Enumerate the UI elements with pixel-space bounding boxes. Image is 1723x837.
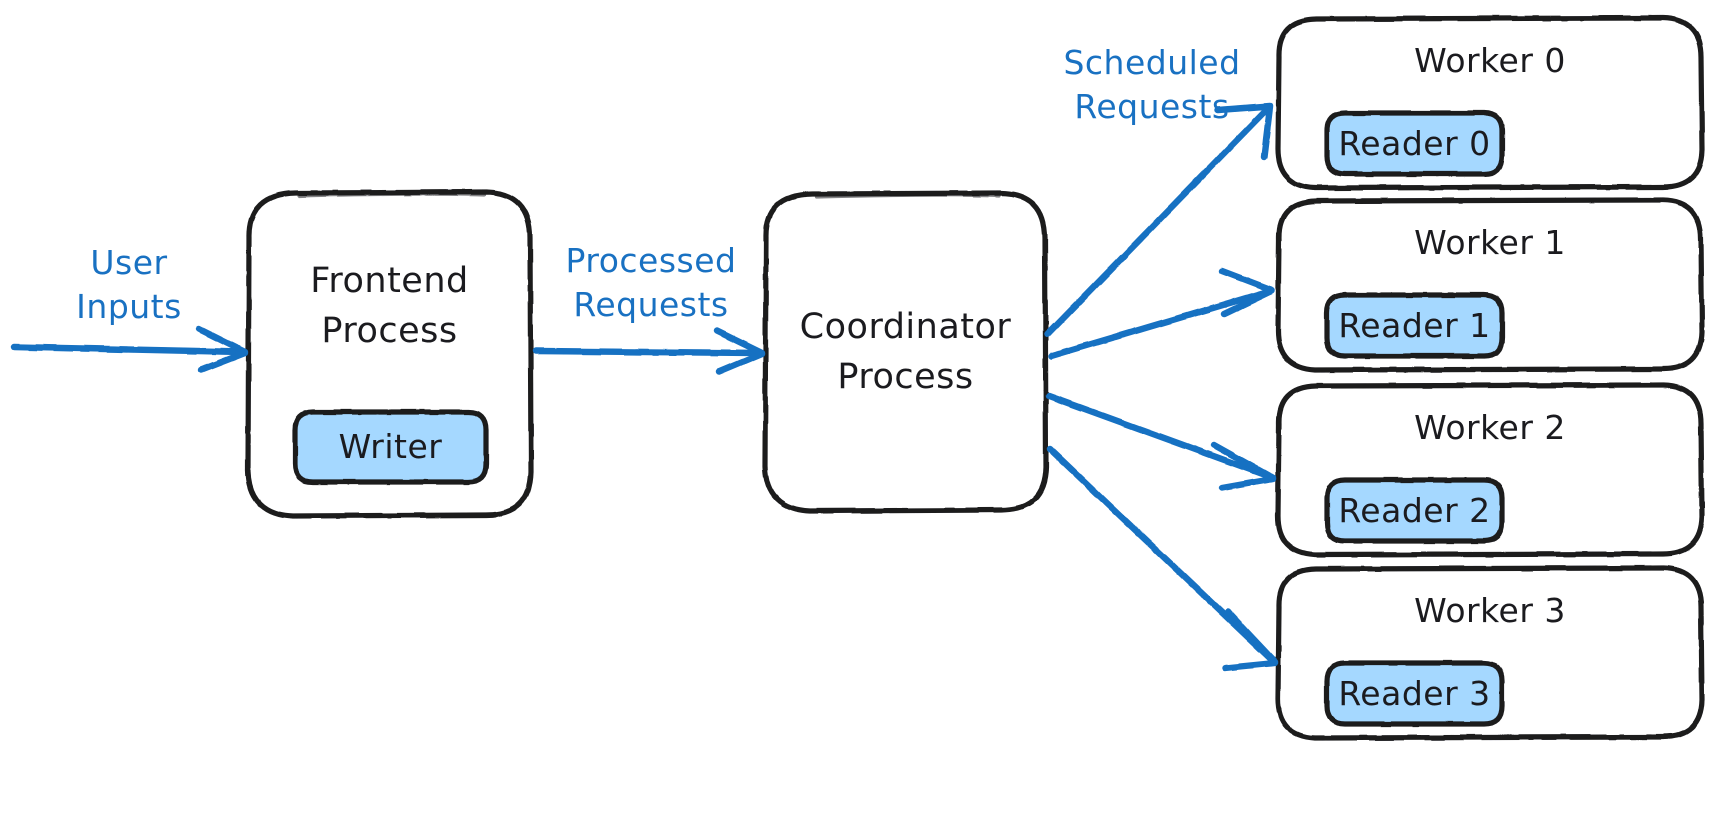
reader-2-chip-outline bbox=[1324, 477, 1505, 544]
arrow-processed-requests bbox=[532, 327, 766, 376]
arrow-user-inputs bbox=[10, 325, 249, 374]
arrow-scheduled-requests-worker-3 bbox=[1046, 445, 1279, 672]
reader-3-chip-outline bbox=[1324, 660, 1505, 727]
reader-0-chip-outline bbox=[1324, 110, 1505, 177]
arrow-scheduled-requests-worker-1 bbox=[1047, 267, 1276, 360]
writer-chip-outline bbox=[292, 409, 489, 485]
reader-1-chip-outline bbox=[1324, 292, 1505, 359]
arrow-scheduled-requests-worker-0 bbox=[1044, 102, 1274, 338]
coordinator-process-box-outline bbox=[762, 190, 1049, 514]
arrow-scheduled-requests-worker-2 bbox=[1045, 392, 1277, 492]
